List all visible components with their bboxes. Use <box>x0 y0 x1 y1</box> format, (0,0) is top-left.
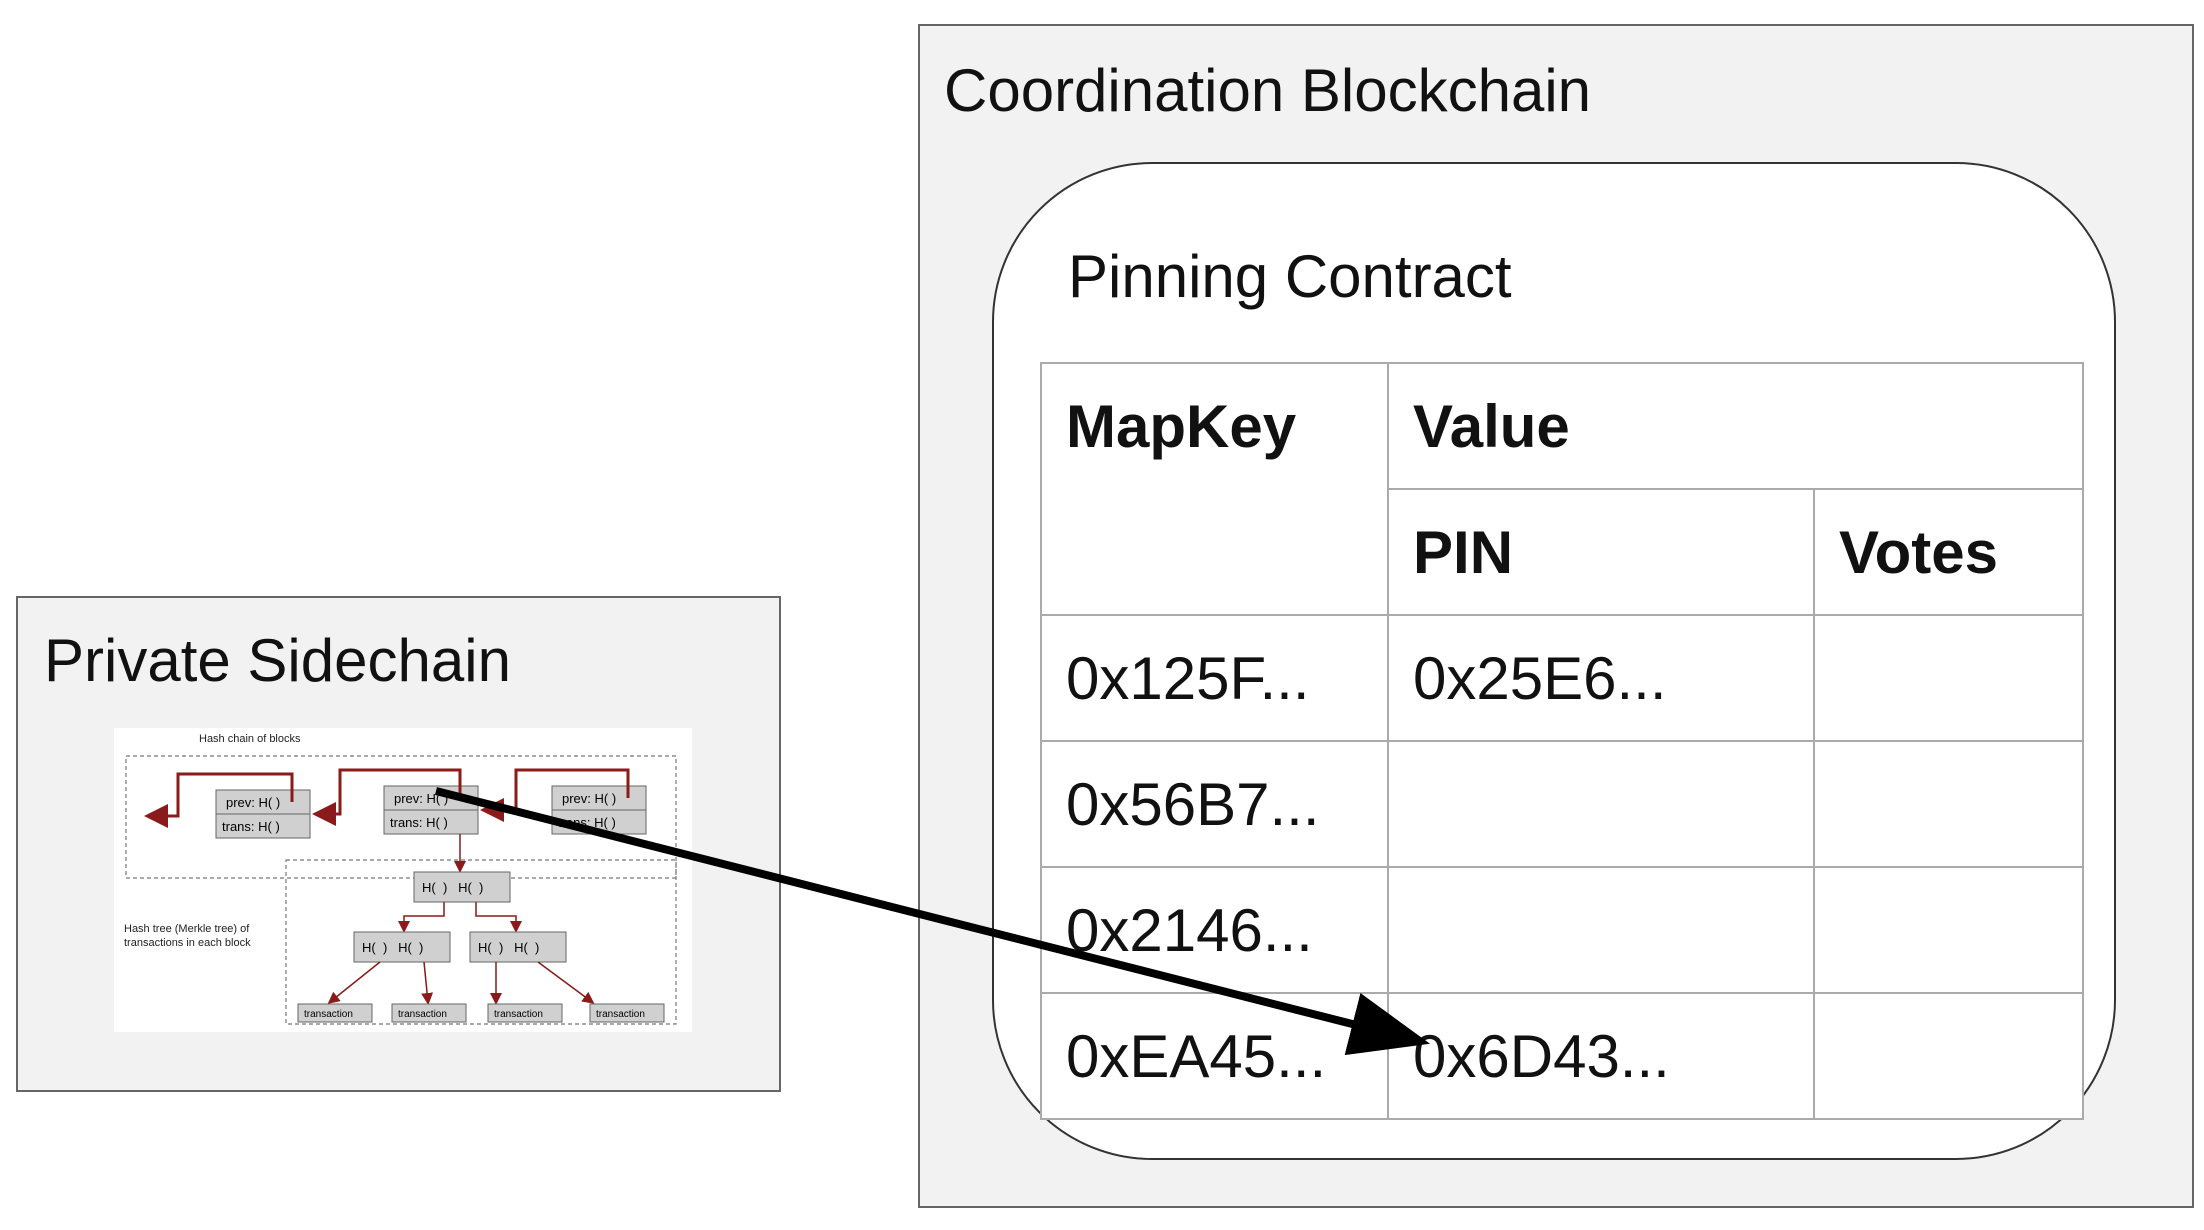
row-1-votes <box>1813 614 2084 742</box>
pinning-contract-title: Pinning Contract <box>1068 243 1512 310</box>
table-row: 0x125F... 0x25E6... <box>1040 614 2084 742</box>
private-sidechain-title: Private Sidechain <box>44 627 511 694</box>
table-row: 0x2146... <box>1040 866 2084 994</box>
header-votes: Votes <box>1813 488 2084 616</box>
block-1-prev: prev: H( ) <box>226 795 280 810</box>
table-row: 0xEA45... 0x6D43... <box>1040 992 2084 1120</box>
svg-text:H( ) H( ): H( ) H( ) <box>422 880 483 895</box>
merkle-node-right: H( ) H( ) <box>469 931 567 963</box>
svg-text:transaction: transaction <box>304 1009 353 1020</box>
row-3-votes <box>1813 866 2084 994</box>
row-1-mapkey: 0x125F... <box>1040 614 1389 742</box>
svg-text:transaction: transaction <box>398 1009 447 1020</box>
transaction-3: transaction <box>487 1003 563 1023</box>
block-2-prev: prev: H( ) <box>394 791 448 806</box>
pinning-map-table: MapKey Value PIN Votes 0x125F... 0x25E6.… <box>1040 362 2084 1120</box>
transaction-2: transaction <box>391 1003 467 1023</box>
chain-arrow-1 <box>144 772 294 828</box>
row-4-mapkey: 0xEA45... <box>1040 992 1389 1120</box>
row-4-votes <box>1813 992 2084 1120</box>
coordination-blockchain-title: Coordination Blockchain <box>944 57 1592 124</box>
hash-chain-illustration: Hash chain of blocks prev: H( ) trans: H… <box>114 728 692 1032</box>
row-1-pin: 0x25E6... <box>1387 614 1815 742</box>
svg-text:H( ) H( ): H( ) H( ) <box>362 940 423 955</box>
block-3-trans: trans: H( ) <box>558 815 616 830</box>
row-4-pin: 0x6D43... <box>1387 992 1815 1120</box>
merkle-label-line1: Hash tree (Merkle tree) of <box>124 923 250 935</box>
row-2-mapkey: 0x56B7... <box>1040 740 1389 868</box>
header-value: Value <box>1387 362 2084 490</box>
svg-text:H( ) H( ): H( ) H( ) <box>478 940 539 955</box>
table-row: 0x56B7... <box>1040 740 2084 868</box>
transaction-4: transaction <box>589 1003 665 1023</box>
header-mapkey: MapKey <box>1040 362 1389 616</box>
block-2-trans: trans: H( ) <box>390 815 448 830</box>
svg-text:transaction: transaction <box>494 1009 543 1020</box>
row-3-mapkey: 0x2146... <box>1040 866 1389 994</box>
transaction-1: transaction <box>297 1003 373 1023</box>
row-2-votes <box>1813 740 2084 868</box>
merkle-node-left: H( ) H( ) <box>353 931 451 963</box>
block-3: prev: H( ) trans: H( ) <box>551 785 647 835</box>
chain-arrow-2 <box>312 768 462 826</box>
block-2: prev: H( ) trans: H( ) <box>383 785 479 835</box>
svg-text:transaction: transaction <box>596 1009 645 1020</box>
block-1: prev: H( ) trans: H( ) <box>215 789 311 839</box>
block-3-prev: prev: H( ) <box>562 791 616 806</box>
row-3-pin <box>1387 866 1815 994</box>
header-pin: PIN <box>1387 488 1815 616</box>
merkle-root: H( ) H( ) <box>413 871 511 903</box>
row-2-pin <box>1387 740 1815 868</box>
block-1-trans: trans: H( ) <box>222 819 280 834</box>
hash-chain-label: Hash chain of blocks <box>199 733 301 745</box>
merkle-label-line2: transactions in each block <box>124 937 251 949</box>
